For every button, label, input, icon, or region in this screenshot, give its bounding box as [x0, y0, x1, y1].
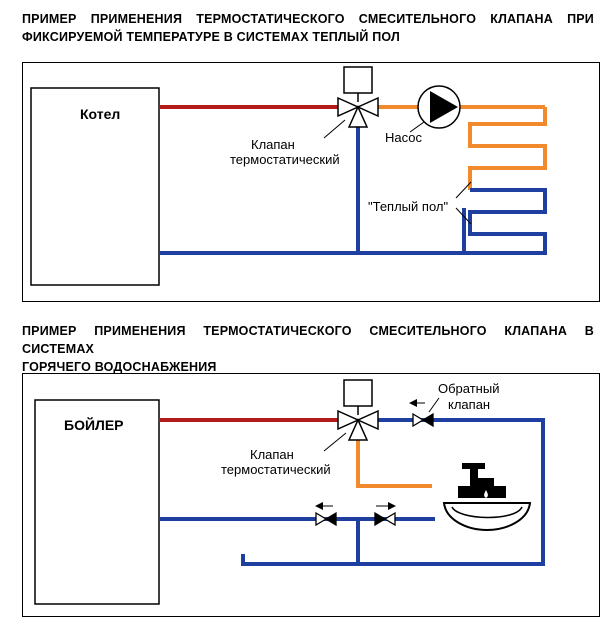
boiler-1-label: Котел	[80, 106, 120, 122]
check-valve-top-cone-b	[421, 412, 434, 428]
floor-coil-warm	[468, 107, 547, 190]
boiler-1	[30, 87, 160, 286]
valve-2-leader	[323, 432, 347, 452]
valve-2-label-line1: Клапан	[250, 447, 294, 462]
valve-2-label-line2: термостатический	[221, 462, 331, 477]
valve-1-leader	[323, 119, 346, 139]
valve-1-label-line1: Клапан	[251, 137, 295, 152]
hot-water-diagram-panel	[22, 373, 600, 617]
diagram1-title-line2: ФИКСИРУЕМОЙ ТЕМПЕРАТУРЕ В СИСТЕМАХ ТЕПЛЫ…	[22, 30, 400, 44]
check-valve-bottom-right	[374, 511, 396, 527]
floor-label: "Теплый пол"	[368, 199, 448, 214]
diagram1-title-line1: ПРИМЕР ПРИМЕНЕНИЯ ТЕРМОСТАТИЧЕСКОГО СМЕС…	[22, 12, 594, 26]
check-valve-br-cone-b	[383, 511, 396, 527]
valve-1-label-line2: термостатический	[230, 152, 340, 167]
check-valve-bl-cone-b	[324, 511, 337, 527]
check-valve-label-line2: клапан	[448, 397, 490, 412]
check-valve-leader	[428, 397, 440, 413]
diagram1: Котел Клапан термостатический Насо	[30, 66, 547, 286]
sink-bowl	[442, 502, 532, 532]
check-valve-bottom-left	[315, 511, 337, 527]
boiler-2	[34, 399, 160, 605]
floor-leader-2	[455, 207, 472, 225]
pump-label: Насос	[385, 130, 422, 145]
valve-1-left-cone	[337, 96, 360, 118]
pump-1	[417, 85, 461, 129]
sink-inner	[451, 506, 523, 519]
valve-2-right-cone	[356, 409, 379, 431]
valve-2-actuator	[343, 379, 373, 407]
diagram2-title-line2: ГОРЯЧЕГО ВОДОСНАБЖЕНИЯ	[22, 360, 217, 374]
faucet-handle	[462, 463, 485, 469]
recirc-loop-2	[241, 418, 545, 566]
check-valve-bl-cone-a	[315, 511, 328, 527]
diagram2-title: ПРИМЕР ПРИМЕНЕНИЯ ТЕРМОСТАТИЧЕСКОГО СМЕС…	[22, 322, 594, 376]
valve-2-left-cone	[337, 409, 360, 431]
faucet-icon	[458, 463, 506, 498]
floor-heating-diagram-panel	[22, 62, 600, 302]
diagram2: БОЙЛЕР Клапан термостатический Обратный	[34, 379, 545, 605]
check-valve-br-cone-a	[374, 511, 387, 527]
valve-1-right-cone	[356, 96, 379, 118]
water-drop-icon	[484, 490, 488, 498]
faucet-body	[470, 469, 494, 486]
diagram1-title: ПРИМЕР ПРИМЕНЕНИЯ ТЕРМОСТАТИЧЕСКОГО СМЕС…	[22, 10, 594, 46]
boiler-2-label: БОЙЛЕР	[64, 416, 124, 433]
thermostatic-valve-2	[337, 379, 379, 441]
check-valve-top-cone-a	[412, 412, 425, 428]
floor-coil-cold	[464, 188, 547, 255]
valve-1-bottom-cone	[347, 105, 369, 128]
cold-return-pipe-1	[159, 208, 466, 255]
thermostatic-valve-1	[337, 66, 379, 128]
valve-2-bottom-cone	[347, 418, 369, 441]
faucet-base	[458, 486, 506, 498]
sink-icon	[442, 502, 532, 532]
floor-leader-1	[455, 181, 472, 199]
mixed-pipe-faucet	[356, 440, 432, 488]
pump-arrow-icon	[430, 91, 458, 123]
check-valve-top	[412, 412, 434, 428]
valve-1-actuator	[343, 66, 373, 94]
diagram2-title-line1: ПРИМЕР ПРИМЕНЕНИЯ ТЕРМОСТАТИЧЕСКОГО СМЕС…	[22, 324, 594, 356]
pump-leader	[409, 121, 425, 133]
check-valve-label-line1: Обратный	[438, 381, 499, 396]
